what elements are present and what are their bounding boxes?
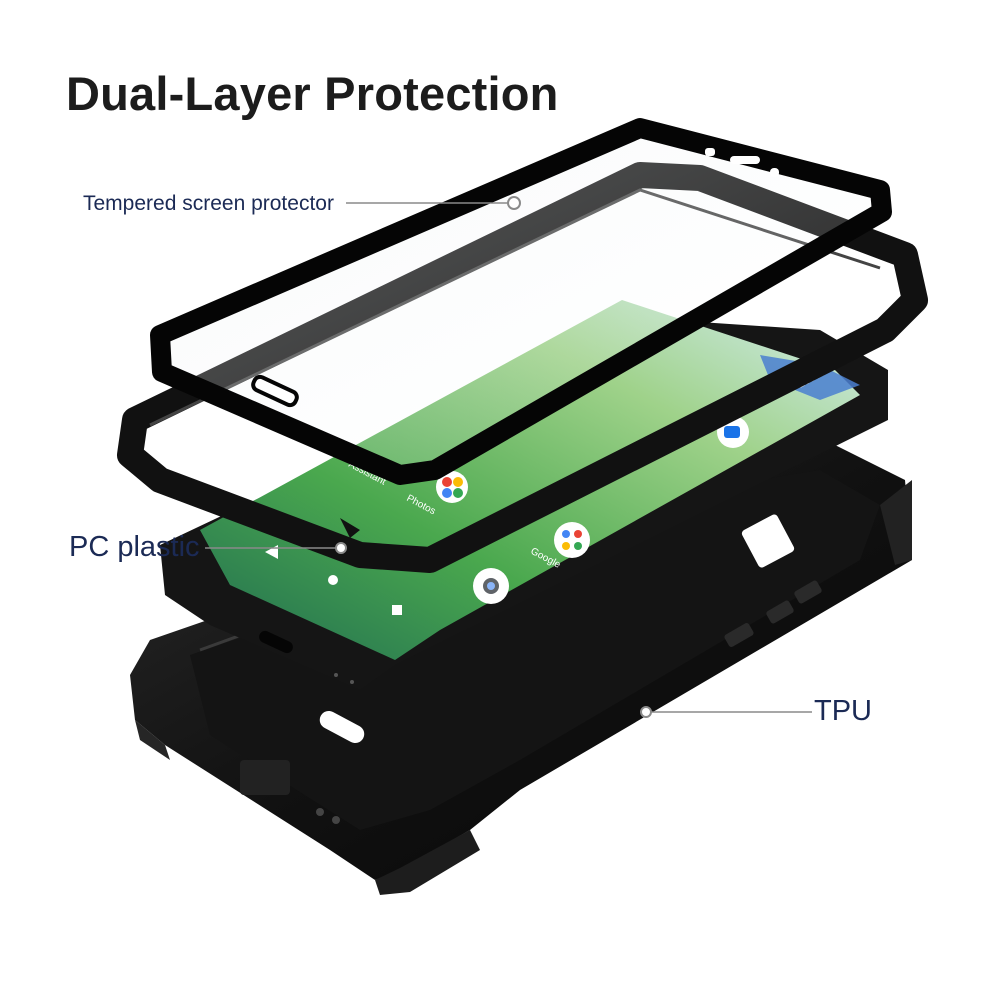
home-nav-icon bbox=[328, 575, 338, 585]
photos-app-icon bbox=[436, 471, 468, 503]
tempered-glass bbox=[150, 118, 892, 485]
callout-screen-protector: Tempered screen protector bbox=[83, 192, 334, 215]
callout-pc-plastic: PC plastic bbox=[69, 531, 200, 563]
callout-tpu: TPU bbox=[814, 695, 872, 727]
tpu-shell bbox=[130, 445, 912, 895]
camera-app-icon bbox=[473, 568, 509, 604]
callout-leaders bbox=[205, 196, 812, 718]
google-folder-icon bbox=[554, 522, 590, 558]
page-title: Dual-Layer Protection bbox=[66, 67, 559, 120]
recents-nav-icon bbox=[392, 605, 402, 615]
